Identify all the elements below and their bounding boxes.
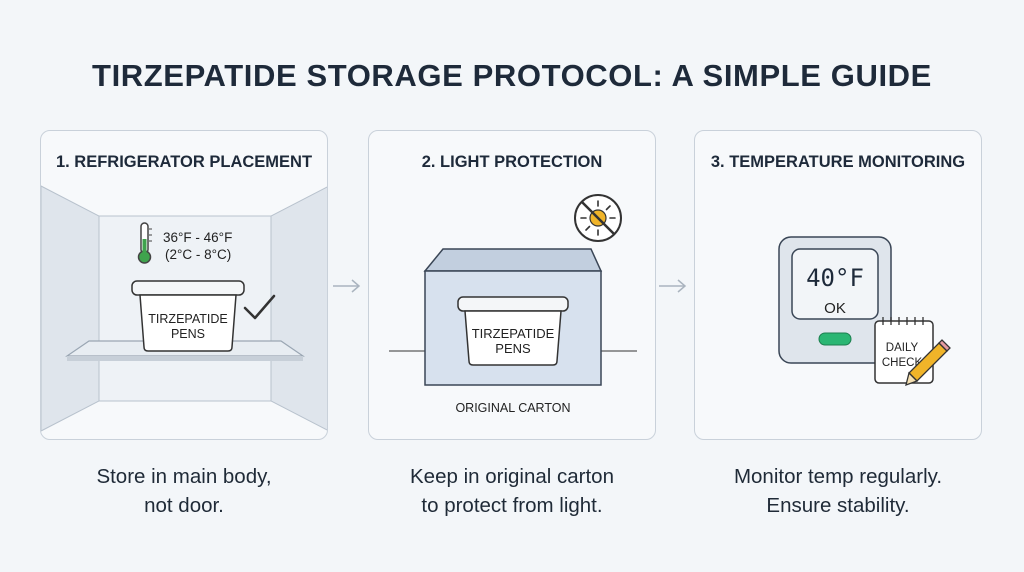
no-sun-icon xyxy=(574,194,622,242)
caption-line1: Keep in original carton xyxy=(410,465,614,488)
pencil-icon xyxy=(905,339,951,387)
checkmark-icon xyxy=(243,294,276,320)
caption-line2: Ensure stability. xyxy=(766,494,910,517)
digital-thermometer-device: 40°F OK xyxy=(778,236,892,364)
thermometer-icon xyxy=(137,222,152,264)
container-label-line2: PENS xyxy=(495,341,531,356)
carton-illustration: TIRZEPATIDE PENS ORIGINAL CARTON xyxy=(389,194,637,415)
caption-line2: to protect from light. xyxy=(421,494,603,517)
display-temperature: 40°F xyxy=(806,264,864,292)
step-card-monitoring: 40°F OK DAILY CHECK 3. TEMPERATURE MONIT… xyxy=(694,130,982,440)
pens-container: TIRZEPATIDE PENS xyxy=(457,296,569,366)
container-label-line1: TIRZEPATIDE xyxy=(472,326,555,341)
notepad-line1: DAILY xyxy=(886,342,919,354)
step-card-refrigerator: 36°F - 46°F (2°C - 8°C) TIRZEPATIDE PENS… xyxy=(40,130,328,440)
container-label-line1: TIRZEPATIDE xyxy=(148,312,227,326)
status-indicator-light xyxy=(818,332,852,346)
step-heading: 3. TEMPERATURE MONITORING xyxy=(710,153,966,171)
refrigerator-illustration: 36°F - 46°F (2°C - 8°C) TIRZEPATIDE PENS xyxy=(41,185,327,432)
arrow-right-icon xyxy=(333,279,361,293)
display-status: OK xyxy=(824,300,846,317)
caption-line1: Store in main body, xyxy=(96,465,272,488)
container-label-line2: PENS xyxy=(171,327,205,341)
step-card-light: TIRZEPATIDE PENS ORIGINAL CARTON 2. LIGH… xyxy=(368,130,656,440)
step-heading: 1. REFRIGERATOR PLACEMENT xyxy=(55,153,313,171)
monitor-illustration: 40°F OK DAILY CHECK xyxy=(778,236,951,387)
step-heading: 2. LIGHT PROTECTION xyxy=(421,153,603,171)
caption-line2: not door. xyxy=(144,494,224,517)
step-caption: Keep in original carton to protect from … xyxy=(352,462,672,520)
caption-line1: Monitor temp regularly. xyxy=(733,465,943,488)
arrow-right-icon xyxy=(659,279,687,293)
pens-container: TIRZEPATIDE PENS xyxy=(131,280,245,352)
page-title: TIRZEPATIDE STORAGE PROTOCOL: A SIMPLE G… xyxy=(92,58,932,93)
temperature-range-c: (2°C - 8°C) xyxy=(165,247,231,262)
notepad-line2: CHECK xyxy=(882,357,923,369)
step-caption: Monitor temp regularly. Ensure stability… xyxy=(678,462,998,520)
step-caption: Store in main body, not door. xyxy=(24,462,344,520)
carton-label: ORIGINAL CARTON xyxy=(455,401,570,415)
temperature-range-f: 36°F - 46°F xyxy=(163,230,232,245)
